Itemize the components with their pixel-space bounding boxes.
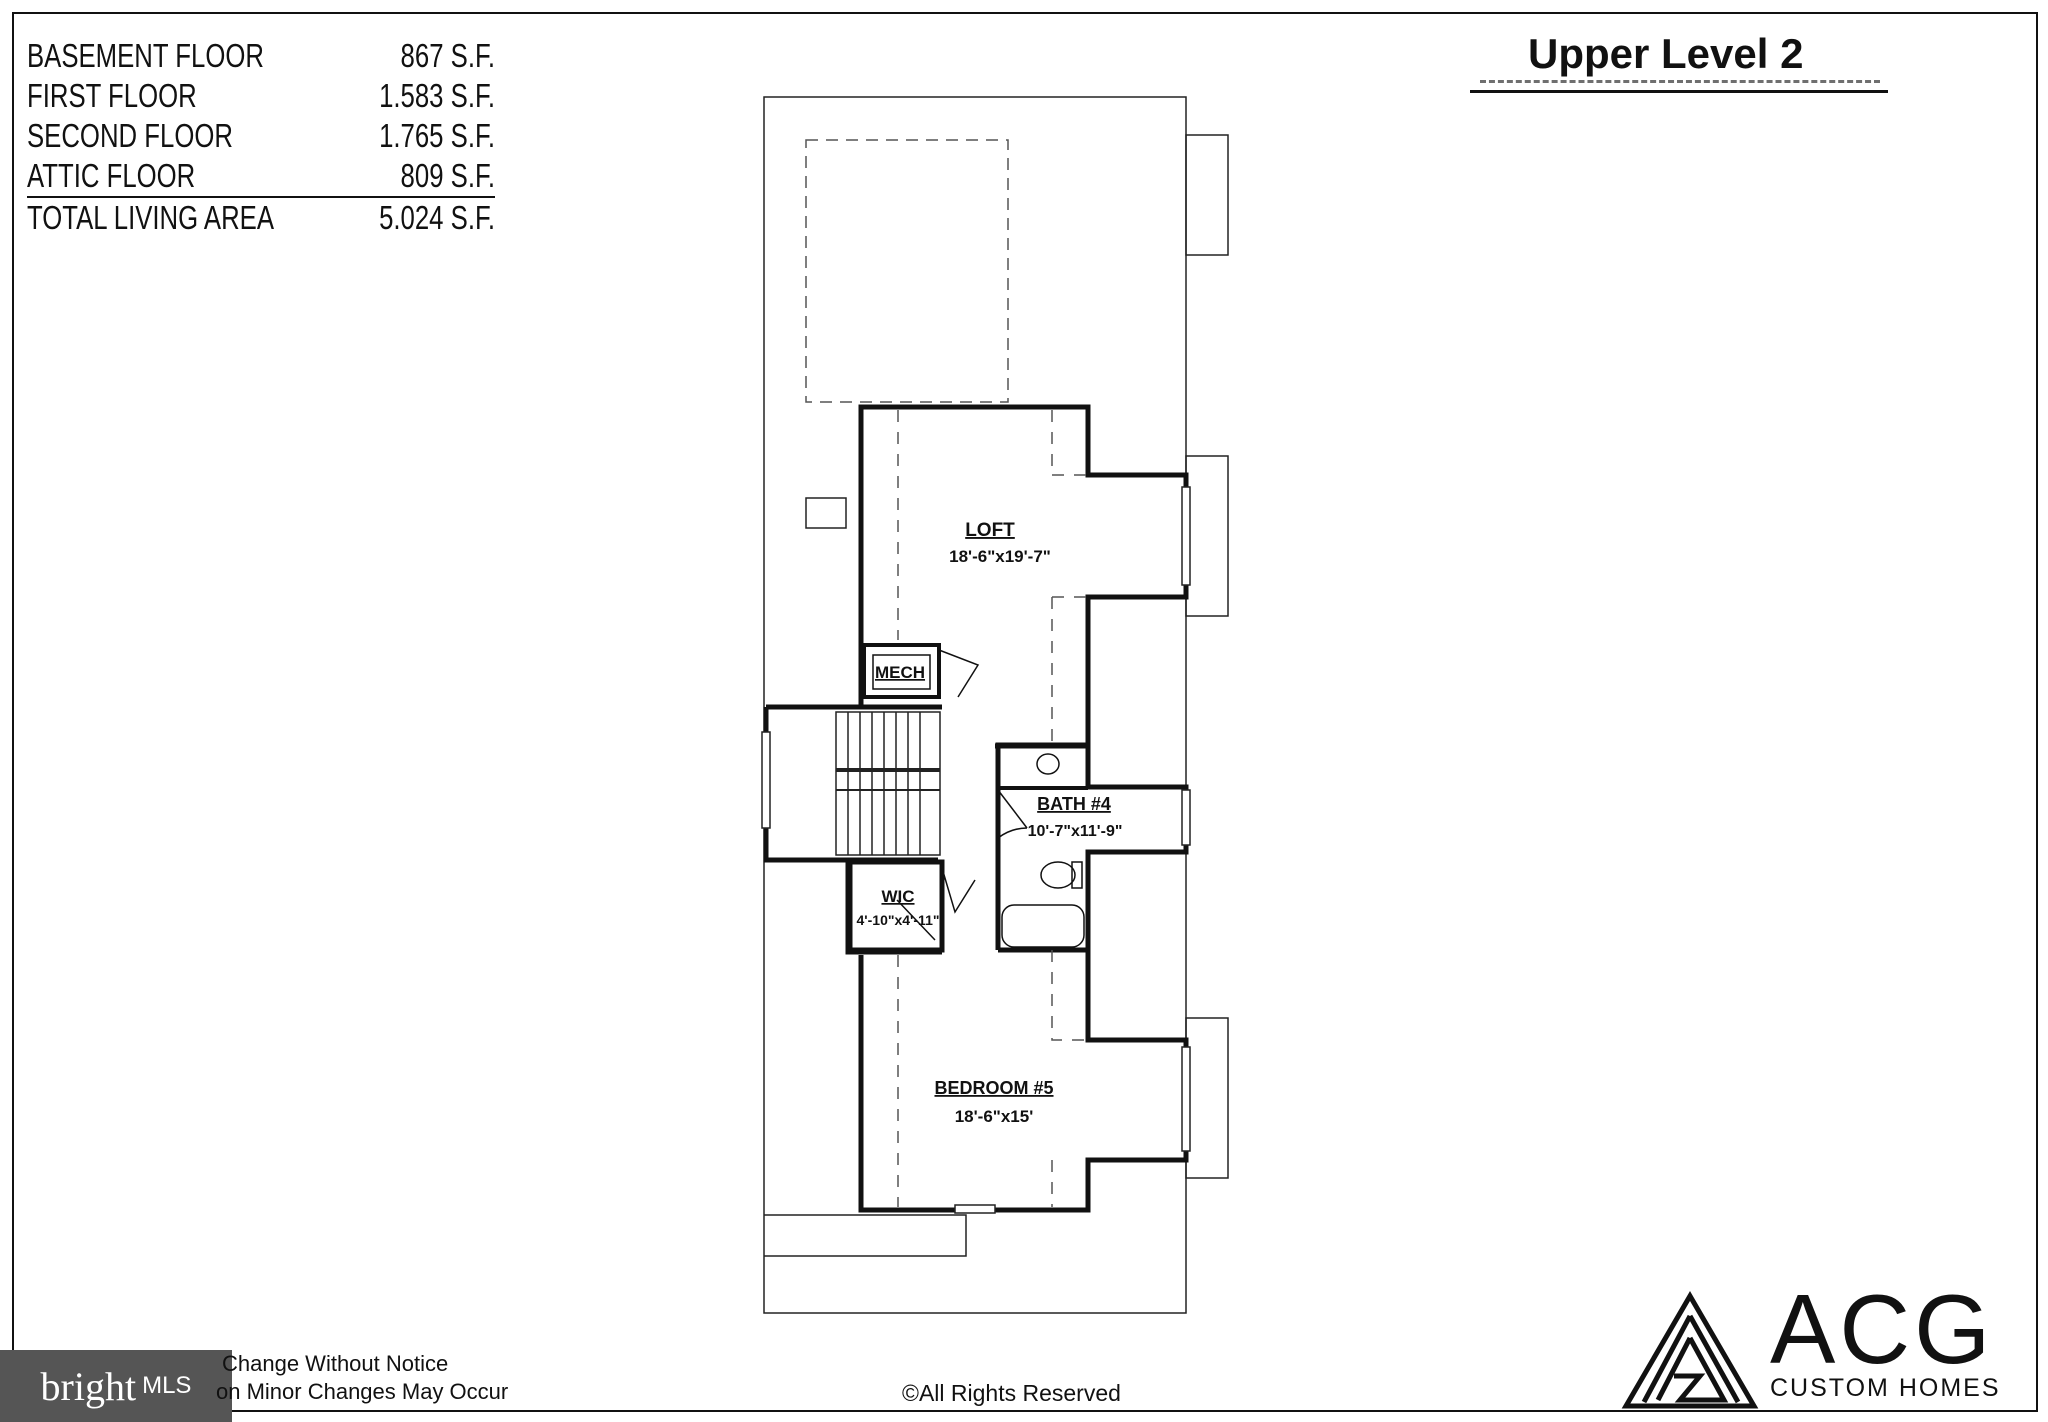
area-label: TOTAL LIVING AREA: [27, 199, 275, 236]
bath-size: 10'-7"x11'-9": [1028, 823, 1123, 840]
area-row-basement: BASEMENT FLOOR 867 S.F.: [27, 36, 495, 76]
logo-name: ACG: [1770, 1274, 1995, 1384]
stairs: [835, 711, 941, 856]
mech-room: [862, 643, 980, 699]
area-label: FIRST FLOOR: [27, 77, 197, 114]
area-value: 5.024 S.F.: [379, 199, 495, 236]
footer-line-2: on Minor Changes May Occur: [216, 1379, 509, 1404]
wic-size: 4'-10"x4'-11": [857, 912, 940, 928]
logo-subtitle: CUSTOM HOMES: [1770, 1374, 2001, 1402]
area-table: BASEMENT FLOOR 867 S.F. FIRST FLOOR 1.58…: [27, 36, 495, 238]
title-underline-ghost: [1480, 80, 1880, 93]
attic-dashed-area: [805, 139, 1009, 403]
knee-walls: [897, 410, 1088, 1207]
rights-text: ©All Rights Reserved: [902, 1380, 1121, 1406]
bedroom-label: BEDROOM #5: [934, 1078, 1053, 1098]
bath-room: [995, 742, 1091, 953]
mech-label: MECH: [875, 663, 925, 682]
watermark-brand: bright: [40, 1363, 137, 1409]
attic-hatch: [805, 497, 847, 529]
bath-label: BATH #4: [1037, 794, 1111, 814]
footer-disclaimer: Change Without Notice on Minor Changes M…: [216, 1350, 508, 1406]
roof-outline: [763, 96, 1229, 1314]
area-row-total: TOTAL LIVING AREA 5.024 S.F.: [27, 198, 495, 238]
footer-line-1: Change Without Notice: [222, 1351, 449, 1376]
area-value: 1.583 S.F.: [379, 77, 495, 114]
area-label: BASEMENT FLOOR: [27, 37, 264, 74]
loft-size: 18'-6"x19'-7": [949, 547, 1051, 566]
bright-mls-watermark: bright MLS: [0, 1350, 232, 1422]
loft-label: LOFT: [965, 520, 1015, 541]
area-value: 1.765 S.F.: [379, 117, 495, 154]
bedroom-size: 18'-6"x15': [955, 1107, 1034, 1126]
drawing-frame: [12, 12, 2038, 1412]
acg-logo-icon: [1621, 1291, 1759, 1409]
plan-title: Upper Level 2: [1528, 30, 1804, 77]
wic-room: [847, 859, 976, 953]
area-value: 867 S.F.: [400, 37, 495, 74]
watermark-suffix: MLS: [142, 1372, 192, 1399]
area-row-second: SECOND FLOOR 1.765 S.F.: [27, 116, 495, 156]
area-label: SECOND FLOOR: [27, 117, 233, 154]
area-row-first: FIRST FLOOR 1.583 S.F.: [27, 76, 495, 116]
wic-label: WIC: [881, 887, 914, 906]
title-underline: [1470, 90, 1888, 93]
area-value: 809 S.F.: [400, 157, 495, 194]
area-row-attic: ATTIC FLOOR 809 S.F.: [27, 156, 495, 198]
area-label: ATTIC FLOOR: [27, 157, 196, 194]
windows: [761, 486, 1191, 1214]
